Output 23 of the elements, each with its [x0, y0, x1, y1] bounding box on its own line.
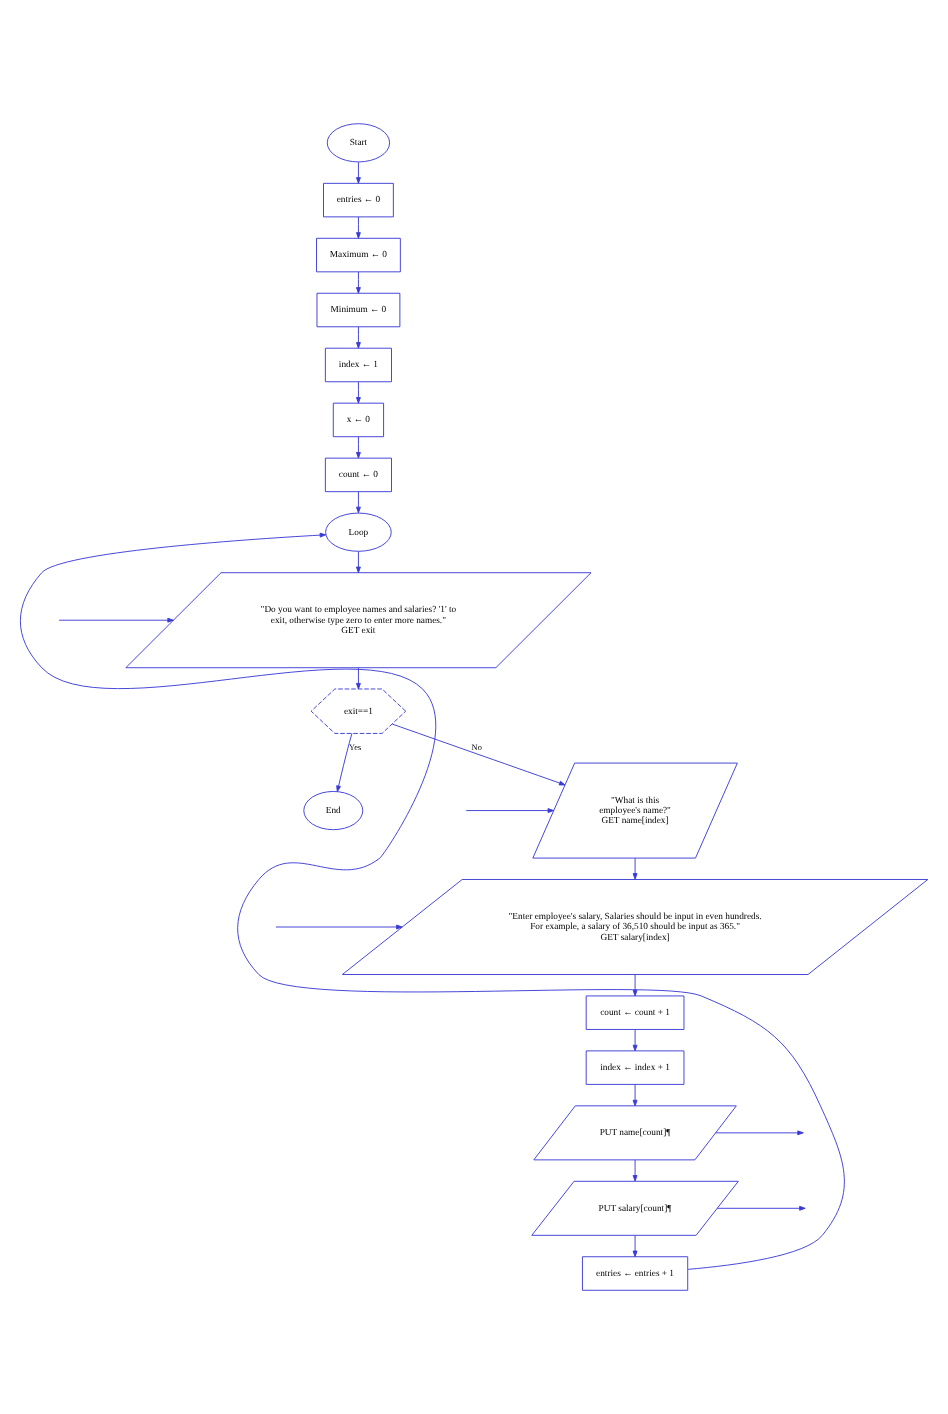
arrow — [632, 857, 638, 880]
arrow — [391, 723, 566, 786]
arrow — [632, 1029, 638, 1052]
arrow — [716, 1205, 806, 1211]
arrow — [356, 491, 361, 514]
arrow — [336, 732, 353, 793]
arrow — [356, 436, 361, 459]
arrow — [632, 974, 638, 997]
arrow — [356, 161, 361, 184]
arrow — [356, 216, 361, 239]
arrow — [275, 924, 403, 930]
arrow — [632, 1159, 638, 1182]
arrow — [465, 808, 555, 813]
arrow — [58, 617, 174, 623]
arrow — [19, 532, 845, 1270]
arrow — [632, 1084, 638, 1107]
arrow — [632, 1234, 638, 1258]
arrow — [356, 381, 361, 404]
arrow — [356, 326, 361, 349]
arrow — [356, 550, 361, 574]
arrow — [356, 271, 361, 294]
arrow — [715, 1130, 804, 1136]
arrow — [356, 667, 361, 690]
